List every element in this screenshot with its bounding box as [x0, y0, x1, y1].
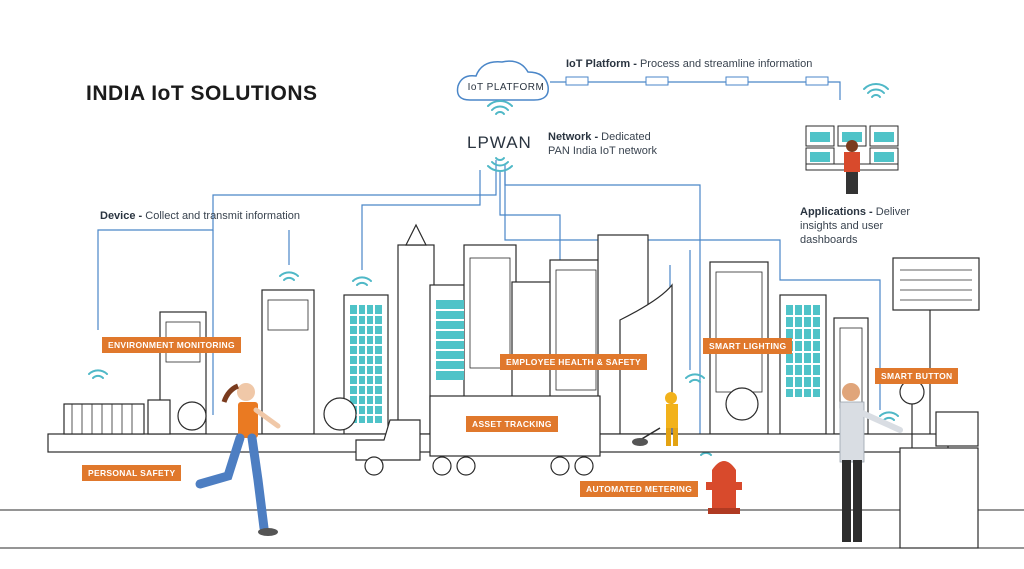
- wifi-icon: [487, 100, 513, 115]
- applications-caption-line1: Deliver: [872, 206, 911, 218]
- wifi-icon: [863, 83, 889, 98]
- building: [405, 223, 427, 246]
- line-platform-apps: [550, 81, 841, 100]
- wheel-icon: [550, 456, 570, 476]
- tag-asset-tracking: ASSET TRACKING: [466, 416, 558, 432]
- applications-caption-line2: insights and user: [800, 220, 884, 232]
- platform-caption-bold: IoT Platform -: [566, 58, 637, 70]
- line-button: [504, 170, 881, 410]
- page-title: INDIA IoT SOLUTIONS: [86, 82, 318, 105]
- wifi-icon: [352, 276, 372, 286]
- tag-environment-monitoring: ENVIRONMENT MONITORING: [102, 337, 241, 353]
- tag-automated-metering: AUTOMATED METERING: [580, 481, 699, 497]
- building: [261, 289, 315, 435]
- tree-icon: [177, 401, 207, 431]
- cloud-label: IoT PLATFORM: [467, 82, 545, 93]
- businessman-icon: [839, 383, 903, 542]
- worker-icon: [632, 392, 678, 446]
- network-caption-line1: Dedicated: [598, 131, 651, 143]
- applications-caption-bold: Applications -: [800, 206, 873, 218]
- wifi-icon: [88, 369, 108, 379]
- platform-caption-text: Process and streamline information: [636, 58, 813, 70]
- tree-icon: [725, 387, 759, 421]
- kiosk: [899, 379, 979, 549]
- wheel-icon: [364, 456, 384, 476]
- device-caption: Device - Collect and transmit informatio…: [100, 209, 300, 223]
- wheel-icon: [456, 456, 476, 476]
- tag-smart-lighting: SMART LIGHTING: [703, 338, 793, 354]
- truck: [355, 395, 601, 476]
- device-caption-bold: Device -: [100, 210, 143, 222]
- wifi-icon: [279, 271, 299, 281]
- wheel-icon: [432, 456, 452, 476]
- platform-caption: IoT Platform - Process and streamline in…: [566, 57, 812, 71]
- tag-personal-safety: PERSONAL SAFETY: [82, 465, 182, 481]
- applications-caption: Applications - Deliver insights and user…: [800, 205, 910, 247]
- dashboard-screens: [810, 132, 894, 162]
- tag-smart-button: SMART BUTTON: [875, 368, 959, 384]
- line-building-b: [361, 170, 481, 270]
- wheel-icon: [574, 456, 594, 476]
- network-caption-bold: Network -: [548, 131, 599, 143]
- wifi-icon: [487, 157, 513, 172]
- window-grid: [350, 305, 820, 423]
- cloud-icon: [456, 60, 549, 101]
- street-decor: [63, 387, 759, 435]
- tree-icon: [323, 397, 357, 431]
- building: [397, 244, 435, 435]
- fence: [63, 403, 145, 435]
- wifi-icon: [879, 411, 899, 421]
- runner-woman-icon: [195, 383, 281, 536]
- network-label: LPWAN: [467, 133, 532, 152]
- network-caption-line2: PAN India IoT network: [548, 145, 658, 157]
- billboard: [892, 257, 980, 311]
- fence-bars: [71, 404, 133, 434]
- wifi-icon: [685, 373, 705, 383]
- relay-boxes: [565, 76, 829, 86]
- truck-cab: [355, 419, 421, 461]
- applications-caption-line3: dashboards: [800, 234, 858, 246]
- line-environment: [97, 160, 497, 330]
- tag-employee-health-safety: EMPLOYEE HEALTH & SAFETY: [500, 354, 648, 370]
- device-caption-text: Collect and transmit information: [142, 210, 300, 222]
- network-lines: [97, 81, 881, 450]
- network-caption: Network - Dedicated PAN India IoT networ…: [548, 130, 657, 158]
- fire-hydrant-icon: [706, 461, 742, 514]
- operator-icon: [844, 140, 860, 194]
